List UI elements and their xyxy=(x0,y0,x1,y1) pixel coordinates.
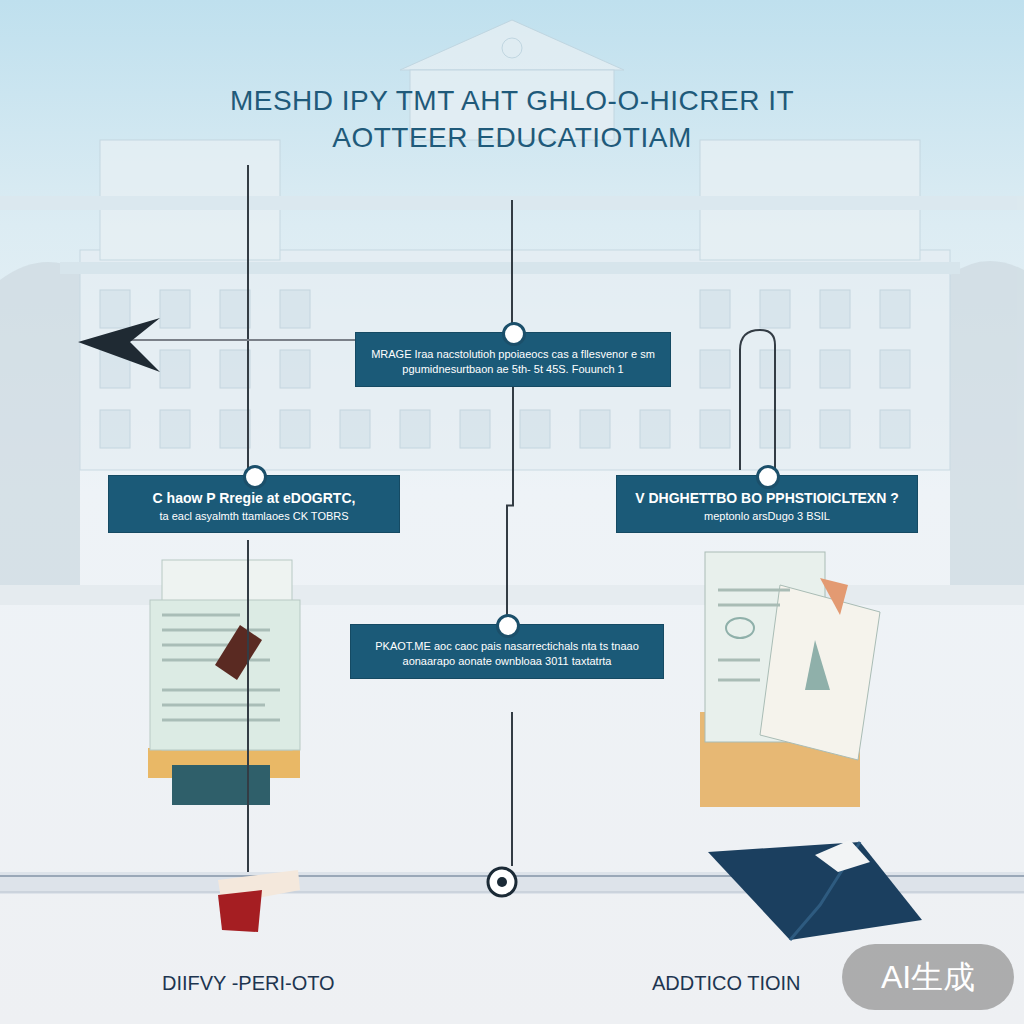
connector-line xyxy=(507,387,513,624)
book-icon xyxy=(218,870,300,932)
footer-label: ADDTICO TIOIN xyxy=(652,972,801,995)
ring-marker xyxy=(502,322,526,346)
watermark: AI生成 xyxy=(842,944,1014,1010)
right-documents xyxy=(700,552,880,807)
graduation-cap xyxy=(708,840,922,940)
info-box: PKAOT.ME aoc caoc pais nasarrectichals n… xyxy=(350,624,664,679)
box-body: ta eacl asyalmth ttamlaoes CK TOBRS xyxy=(121,509,387,523)
info-box: V DHGHETTBO BO PPHSTIOICLTEXN ? meptonlo … xyxy=(616,475,918,533)
footer-label: DIIFVY -PERI-OTO xyxy=(162,972,335,995)
box-heading: V DHGHETTBO BO PPHSTIOICLTEXN ? xyxy=(629,490,905,507)
box-body: meptonlo arsDugo 3 BSIL xyxy=(629,509,905,523)
box-heading: PKAOT.ME aoc caoc pais nasarrectichals n… xyxy=(363,639,651,669)
box-heading: C haow P Rregie at eDOGRTC, xyxy=(121,490,387,507)
left-documents xyxy=(148,560,300,805)
ring-marker xyxy=(756,465,780,489)
plane-icon xyxy=(78,318,160,372)
info-box: MRAGE Iraa nacstolutioh ppoiaeocs cas a … xyxy=(355,332,671,387)
box-heading: MRAGE Iraa nacstolutioh ppoiaeocs cas a … xyxy=(368,347,658,377)
diagram-title: MESHD IPY TMT AHT GHLO-O-HICRER IT AOTTE… xyxy=(212,82,812,156)
info-box: C haow P Rregie at eDOGRTC, ta eacl asyal… xyxy=(108,475,400,533)
ring-marker xyxy=(243,465,267,489)
building xyxy=(0,20,1024,605)
ring-marker xyxy=(496,614,520,638)
ring-marker xyxy=(488,868,516,896)
